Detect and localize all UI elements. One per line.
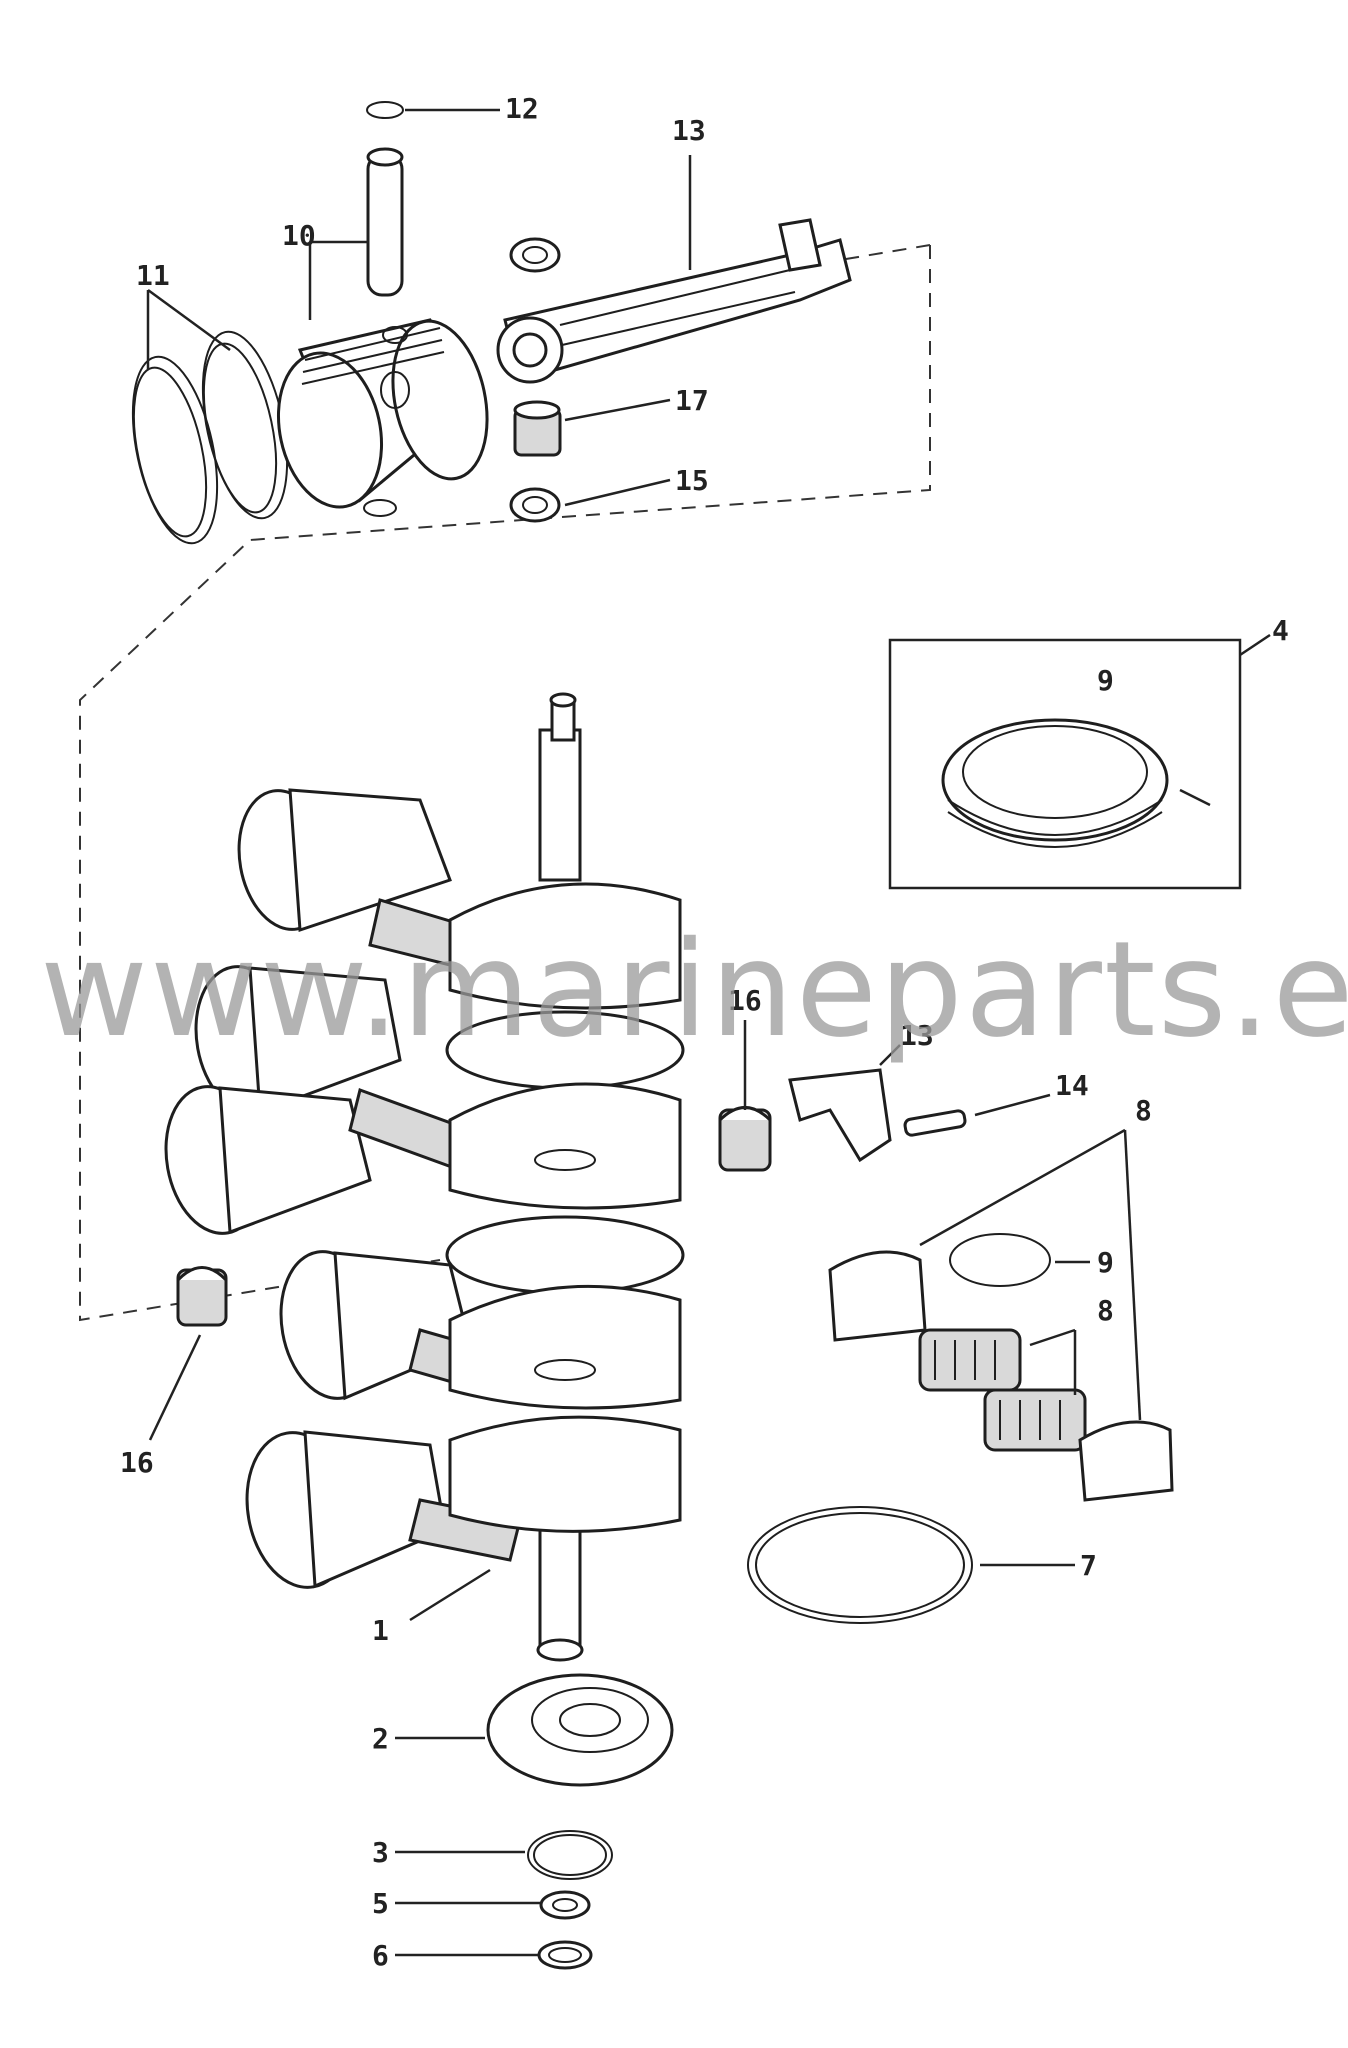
watermark-text: www.marineparts.eu <box>40 913 1348 1067</box>
needle-bearing-small <box>513 400 562 457</box>
thrust-washer-bottom <box>509 487 561 523</box>
callout-16-right: 16 <box>728 984 762 1017</box>
piston-rings <box>131 330 289 545</box>
callout-10: 10 <box>282 219 316 252</box>
ball-bearing <box>486 1673 674 1787</box>
callout-14: 14 <box>1055 1069 1089 1102</box>
rod-bearing-left <box>176 1266 228 1327</box>
washer-6 <box>537 1940 593 1970</box>
seal-carrier-detail-box <box>888 638 1242 890</box>
assembled-pistons <box>164 788 472 1589</box>
connecting-rod <box>496 218 852 384</box>
bearing-o-ring <box>949 1233 1051 1287</box>
main-bearing-half-upper <box>828 1250 927 1342</box>
crankshaft-assembly <box>164 692 685 1662</box>
snap-ring <box>747 1506 973 1624</box>
leader-lines <box>146 108 1271 1957</box>
piston <box>276 318 489 517</box>
wrist-pin <box>366 147 404 297</box>
callout-3: 3 <box>372 1836 389 1869</box>
rod-cap <box>788 1068 892 1163</box>
crank-webs <box>445 882 685 1533</box>
callout-labels: 1 2 3 5 6 7 4 9 9 8 8 10 11 12 13 13 14 … <box>120 92 1289 1972</box>
callout-1: 1 <box>372 1614 389 1647</box>
callout-2: 2 <box>372 1722 389 1755</box>
retaining-ring <box>527 1830 613 1880</box>
callout-16-left: 16 <box>120 1446 154 1479</box>
callout-13-middle: 13 <box>900 1019 934 1052</box>
rod-cap-bolt <box>903 1109 967 1137</box>
callout-15: 15 <box>675 464 709 497</box>
callout-7: 7 <box>1080 1549 1097 1582</box>
needle-bearing-upper <box>918 1328 1022 1392</box>
main-bearing-half-lower <box>1078 1420 1174 1502</box>
callout-13-top: 13 <box>672 114 706 147</box>
callout-8-middle: 8 <box>1097 1294 1114 1327</box>
callout-4: 4 <box>1272 614 1289 647</box>
callout-9-box: 9 <box>1097 664 1114 697</box>
callout-8-top: 8 <box>1135 1094 1152 1127</box>
washer-5 <box>539 1890 591 1920</box>
callout-6: 6 <box>372 1939 389 1972</box>
callout-11: 11 <box>136 259 170 292</box>
pin-retainer-clip <box>366 101 404 119</box>
callout-9: 9 <box>1097 1246 1114 1279</box>
callout-17: 17 <box>675 384 709 417</box>
callout-5: 5 <box>372 1887 389 1920</box>
needle-bearing-lower <box>983 1388 1087 1452</box>
callout-12: 12 <box>505 92 539 125</box>
piston-assembly-detail <box>79 101 931 1322</box>
rod-bearing-right <box>718 1106 772 1172</box>
thrust-washer-top <box>509 237 561 273</box>
